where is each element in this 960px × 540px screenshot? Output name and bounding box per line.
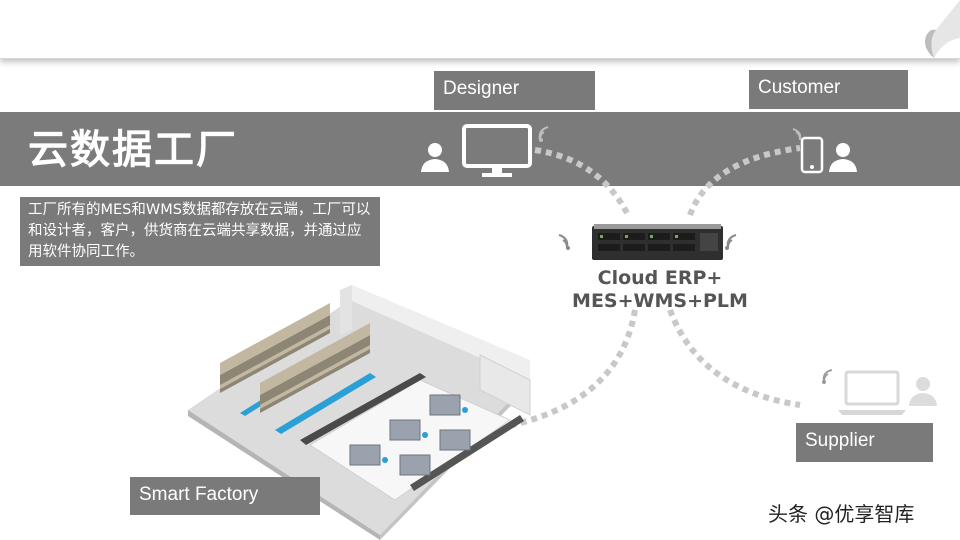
description-box: 工厂所有的MES和WMS数据都存放在云端，工厂可以和设计者，客户，供货商在云端共… [20, 197, 380, 266]
factory-label: Smart Factory [139, 484, 259, 505]
link-supplier [667, 308, 801, 408]
cloud-line-1: Cloud ERP+ [597, 267, 723, 289]
phone-icon [800, 136, 824, 174]
supplier-wifi-icon [822, 369, 833, 384]
cloud-line-2: MES+WMS+PLM [572, 290, 748, 312]
monitor-icon [462, 124, 532, 177]
customer-label-box: Customer [749, 70, 908, 109]
supplier-label: Supplier [805, 430, 875, 451]
link-designer [534, 147, 631, 217]
designer-label: Designer [443, 78, 520, 99]
supplier-person-icon [909, 377, 937, 406]
link-customer [687, 145, 801, 217]
slide-title: 云数据工厂 [28, 127, 238, 173]
laptop-icon [838, 370, 906, 415]
cloud-system-label: Cloud ERP+ MES+WMS+PLM [540, 267, 780, 313]
server-wifi-right-icon [725, 234, 737, 250]
customer-label: Customer [758, 77, 841, 98]
link-factory [511, 309, 638, 428]
customer-wifi-icon [792, 128, 802, 141]
designer-label-box: Designer [434, 71, 595, 110]
top-paper-strip [0, 0, 960, 59]
designer-wifi-icon [538, 126, 549, 142]
customer-person-icon [829, 143, 857, 172]
supplier-label-box: Supplier [796, 423, 933, 462]
page-curl-icon [925, 0, 960, 58]
factory-illustration [188, 285, 531, 540]
watermark: 头条 @优享智库 [768, 502, 915, 526]
server-icon [592, 224, 723, 260]
server-wifi-left-icon [558, 234, 570, 250]
factory-label-box: Smart Factory [130, 477, 320, 515]
designer-person-icon [421, 143, 449, 172]
